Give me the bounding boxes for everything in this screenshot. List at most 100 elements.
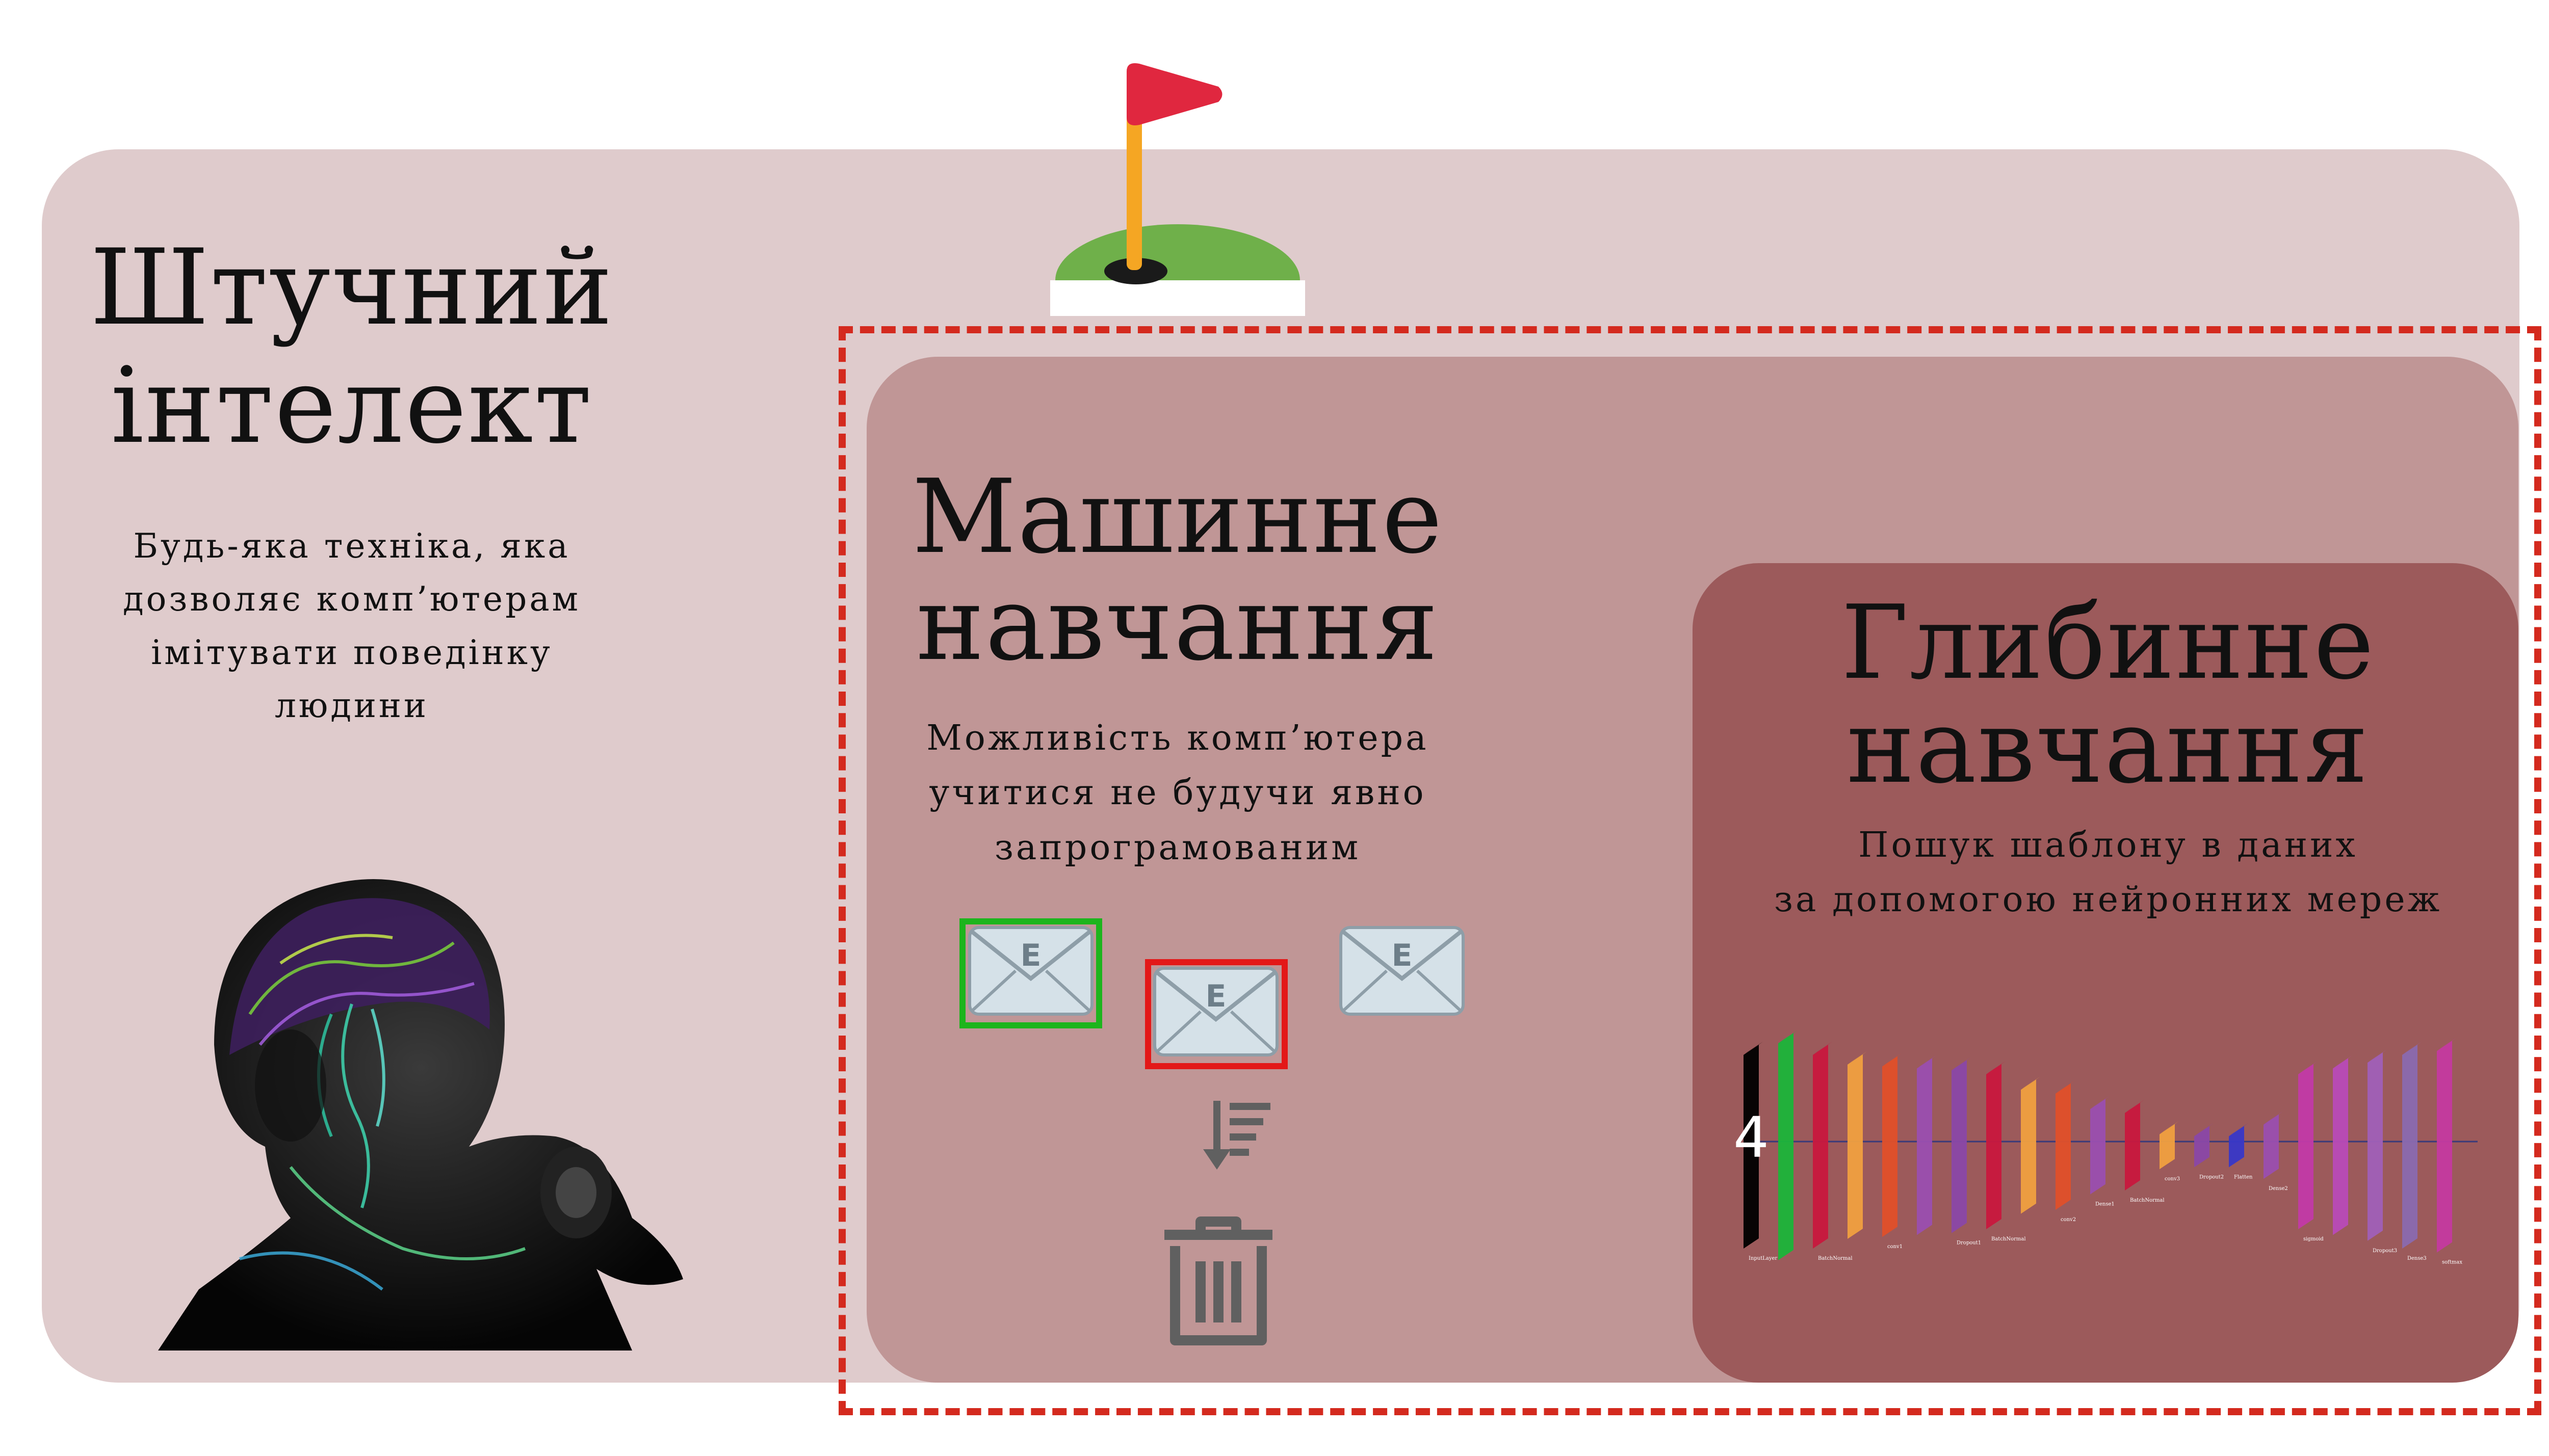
nn-layer bbox=[2021, 1076, 2040, 1214]
nn-layer-top bbox=[2090, 1096, 2110, 1109]
nn-layer-face bbox=[2194, 1126, 2209, 1168]
nn-layer-label: softmax bbox=[2442, 1260, 2462, 1265]
nn-layer-face bbox=[1882, 1056, 1897, 1237]
ml-desc-line2: учитися не будучи явно bbox=[929, 773, 1426, 813]
nn-layer-face bbox=[1986, 1064, 2001, 1229]
nn-layer-label: conv2 bbox=[2061, 1217, 2076, 1223]
nn-layer: Dropout3 bbox=[2368, 1049, 2397, 1254]
nn-layer-top bbox=[1952, 1057, 1971, 1071]
nn-input-digit: 4 bbox=[1733, 1105, 1769, 1170]
ai-title-line1: Штучний bbox=[90, 227, 614, 349]
nn-layer-label: conv1 bbox=[1887, 1244, 1903, 1250]
nn-layer-face bbox=[1744, 1045, 1759, 1249]
nn-layer-top bbox=[2298, 1061, 2318, 1074]
dl-desc-line2: за допомогою нейронних мереж bbox=[1774, 880, 2442, 920]
nn-layer-face bbox=[2264, 1114, 2279, 1179]
ai-title-line2: інтелект bbox=[110, 345, 593, 467]
nn-layer: conv2 bbox=[2056, 1080, 2076, 1223]
dl-description: Пошук шаблону в даних за допомогою нейро… bbox=[1698, 818, 2518, 928]
nn-layer-top bbox=[2125, 1100, 2144, 1113]
nn-layer-label: Flatten bbox=[2234, 1174, 2253, 1180]
nn-layer-top bbox=[2160, 1121, 2179, 1134]
ai-desc-line4: людини bbox=[275, 685, 429, 725]
nn-layer bbox=[1848, 1051, 1867, 1239]
ai-desc-line1: Будь-яка техніка, яка bbox=[133, 526, 570, 566]
nn-layer: Dropout2 bbox=[2194, 1123, 2224, 1180]
nn-layer-face bbox=[2229, 1126, 2244, 1168]
ml-desc-line1: Можливість комп’ютера bbox=[926, 718, 1429, 758]
selected-email-frame bbox=[959, 918, 1102, 1028]
nn-layer: sigmoid bbox=[2298, 1061, 2324, 1242]
nn-layer-top bbox=[2437, 1038, 2456, 1051]
nn-layer-face bbox=[2021, 1079, 2036, 1214]
nn-layer-label: Dropout1 bbox=[1957, 1240, 1981, 1246]
nn-layer-face bbox=[2125, 1103, 2140, 1190]
nn-layer-label: sigmoid bbox=[2303, 1236, 2324, 1242]
nn-layer: Dense1 bbox=[2090, 1096, 2115, 1207]
ai-title: Штучний інтелект bbox=[56, 229, 647, 465]
nn-layer-label: Dense2 bbox=[2269, 1186, 2288, 1192]
nn-layer-face bbox=[2298, 1064, 2313, 1229]
svg-text:E: E bbox=[1021, 938, 1042, 973]
nn-layer-face bbox=[2056, 1083, 2071, 1210]
nn-layer: BatchNormal bbox=[1986, 1061, 2026, 1242]
svg-text:E: E bbox=[1206, 978, 1227, 1014]
nn-layer-top bbox=[1778, 1030, 1798, 1044]
ml-title-line1: Машинне bbox=[912, 458, 1444, 576]
nn-layer: Dense3 bbox=[2402, 1042, 2427, 1261]
nn-layer-top bbox=[2229, 1123, 2248, 1136]
ml-desc-line3: запрограмованим bbox=[994, 827, 1361, 868]
ml-title-line2: навчання bbox=[916, 565, 1439, 683]
dashed-highlight-frame bbox=[839, 326, 2541, 1415]
nn-layer-face bbox=[2368, 1052, 2383, 1241]
nn-layer: conv3 bbox=[2160, 1121, 2180, 1182]
nn-layer bbox=[1917, 1055, 1936, 1235]
robot-brain-illustration bbox=[138, 861, 693, 1351]
ml-title: Машинне навчання bbox=[872, 464, 1484, 678]
nn-layer-top bbox=[2194, 1123, 2214, 1136]
envelope-icon: E bbox=[1152, 966, 1280, 1057]
ai-desc-line2: дозволяє комп’ютерам bbox=[122, 579, 581, 619]
nn-layer-label: BatchNormal bbox=[1818, 1256, 1853, 1261]
nn-layer-face bbox=[2333, 1058, 2348, 1235]
dl-title-line1: Глибинне bbox=[1841, 584, 2375, 702]
nn-layer-label: Dense3 bbox=[2407, 1256, 2427, 1261]
nn-layer-face bbox=[1848, 1054, 1863, 1239]
ai-desc-line3: імітувати поведінку bbox=[151, 632, 553, 672]
nn-layer-top bbox=[1917, 1055, 1936, 1069]
dl-desc-line1: Пошук шаблону в даних bbox=[1858, 825, 2358, 865]
flag-on-green-icon bbox=[1050, 61, 1305, 316]
dl-title-line2: навчання bbox=[1846, 687, 2370, 806]
nn-layer-top bbox=[2368, 1049, 2387, 1063]
nn-layer-top bbox=[2056, 1080, 2075, 1094]
nn-layer: Dropout1 bbox=[1952, 1057, 1981, 1246]
nn-layer-top bbox=[2021, 1076, 2040, 1090]
ml-description: Можливість комп’ютера учитися не будучи … bbox=[872, 711, 1484, 875]
nn-layer-label: Dropout3 bbox=[2373, 1248, 2397, 1254]
nn-layer-top bbox=[2402, 1042, 2422, 1055]
nn-layer bbox=[1778, 1030, 1798, 1260]
nn-layer-face bbox=[1778, 1033, 1793, 1260]
nn-layer-label: BatchNormal bbox=[1991, 1236, 2026, 1242]
nn-layer-label: InputLayer bbox=[1749, 1256, 1777, 1261]
nn-layer bbox=[2333, 1055, 2352, 1235]
envelope-icon: E bbox=[1338, 925, 1466, 1017]
nn-layer-top bbox=[1848, 1051, 1867, 1065]
svg-text:E: E bbox=[1392, 938, 1413, 973]
nn-layer-top bbox=[1744, 1042, 1763, 1055]
nn-layer: Flatten bbox=[2229, 1123, 2253, 1180]
nn-layer-face bbox=[2090, 1099, 2105, 1195]
nn-layer-face bbox=[2160, 1124, 2175, 1170]
nn-layer-face bbox=[1952, 1060, 1967, 1233]
rejected-email-frame bbox=[1145, 959, 1288, 1069]
dl-box bbox=[1693, 563, 2518, 1383]
nn-layer: Dense2 bbox=[2264, 1111, 2288, 1192]
nn-layer-label: conv3 bbox=[2165, 1176, 2180, 1182]
nn-layer-face bbox=[1917, 1058, 1932, 1235]
nn-layer: conv1 bbox=[1882, 1053, 1903, 1250]
nn-layer-top bbox=[1813, 1042, 1832, 1055]
nn-layer: BatchNormal bbox=[1813, 1042, 1853, 1261]
dl-title: Глибинне навчання bbox=[1698, 591, 2518, 799]
